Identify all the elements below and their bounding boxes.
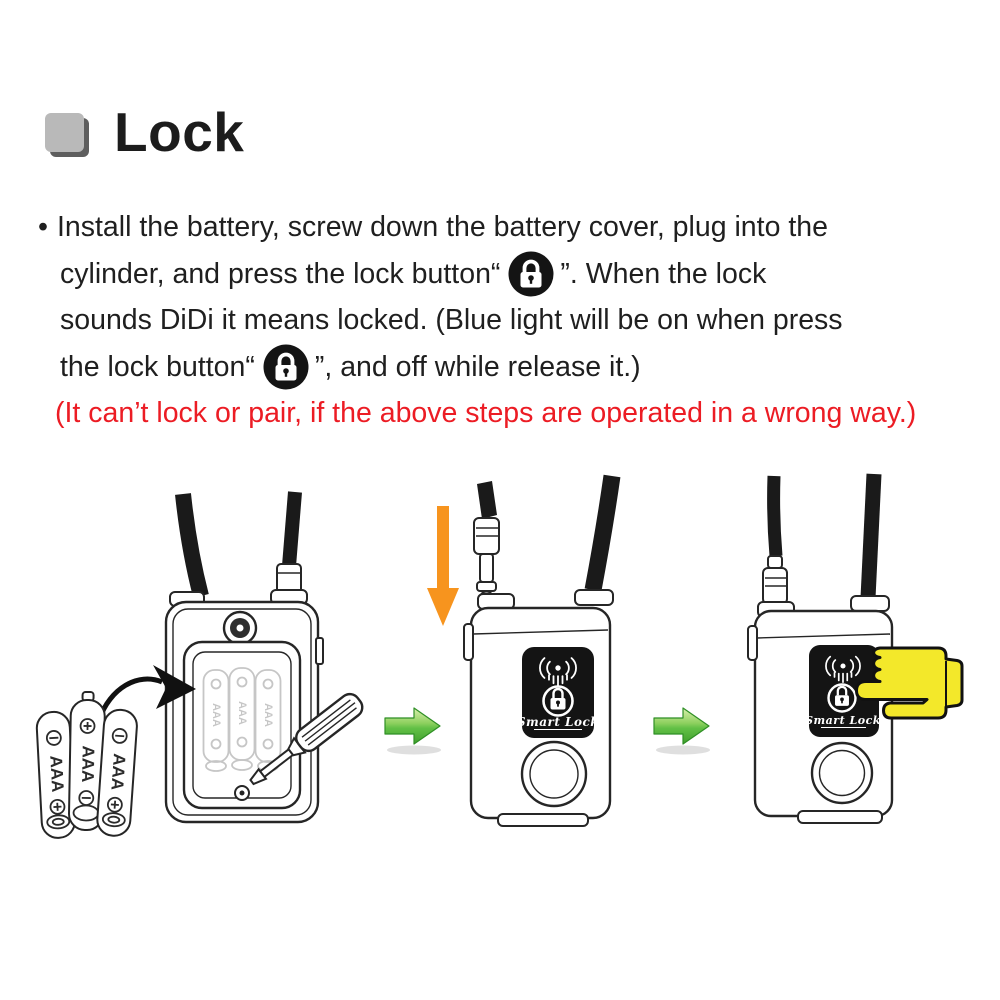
speaker	[520, 740, 588, 808]
device-front-view: Smart Lock	[463, 589, 614, 827]
device-front-view: Smart Lock	[747, 595, 894, 824]
screwdriver-icon	[249, 692, 364, 786]
step3-press-lock: Smart Lock	[747, 473, 964, 824]
instruction-line: cylinder, and press the lock button“ ”. W…	[38, 251, 988, 298]
section-heading: Lock	[45, 100, 244, 164]
svg-text:AAA: AAA	[210, 703, 222, 727]
device-label: Smart Lock	[517, 715, 599, 729]
instruction-line: the lock button“ ”, and off while release…	[38, 344, 988, 391]
battery-compartment	[182, 640, 302, 810]
battery-icon: AAA	[35, 710, 76, 839]
strap	[767, 475, 783, 557]
steps-illustration: AAA AAA AAA	[35, 473, 964, 839]
device-back-view: AAA AAA AAA	[164, 589, 324, 824]
svg-text:AAA: AAA	[107, 753, 129, 791]
device-label: Smart Lock	[805, 714, 881, 727]
step2-plug-cylinder: Smart Lock	[427, 474, 621, 827]
step1-install-battery: AAA AAA AAA	[35, 491, 364, 839]
green-arrow-icon	[384, 707, 441, 745]
battery-icon: AAA	[96, 708, 138, 837]
svg-text:AAA: AAA	[78, 745, 98, 782]
cover-knob-icon	[222, 610, 258, 646]
strap	[584, 474, 621, 592]
instruction-line: •Install the battery, screw down the bat…	[38, 204, 988, 251]
speaker	[810, 741, 874, 805]
strap	[860, 473, 882, 599]
page-title: Lock	[114, 101, 245, 163]
instruction-text: Install the battery, screw down the batt…	[56, 211, 828, 243]
instruction-text: the lock button“	[60, 350, 255, 383]
cable-plug-icon	[473, 481, 500, 606]
instruction-line: sounds DiDi it means locked. (Blue light…	[38, 297, 988, 344]
strap	[282, 491, 302, 567]
instruction-paragraph: •Install the battery, screw down the bat…	[38, 204, 988, 437]
svg-text:AAA: AAA	[262, 703, 274, 727]
cable-plug-icon	[762, 555, 788, 605]
instruction-text: cylinder, and press the lock button“	[60, 257, 501, 290]
green-arrow-icon	[653, 707, 710, 745]
strap	[175, 493, 209, 598]
warning-text: (It can’t lock or pair, if the above ste…	[55, 397, 917, 429]
lock-button-icon	[508, 251, 554, 297]
svg-text:AAA: AAA	[46, 755, 67, 793]
down-arrow-icon	[427, 506, 459, 626]
lock-button-icon	[263, 344, 309, 390]
instruction-text: sounds DiDi it means locked. (Blue light…	[60, 304, 843, 336]
bullet-point: •	[38, 211, 48, 243]
hand-press-icon	[855, 646, 964, 720]
svg-text:AAA: AAA	[236, 701, 248, 725]
heading-square-bullet-icon	[45, 112, 84, 152]
instruction-text: ”, and off while release it.)	[314, 350, 641, 383]
instruction-text: ”. When the lock	[560, 257, 767, 290]
